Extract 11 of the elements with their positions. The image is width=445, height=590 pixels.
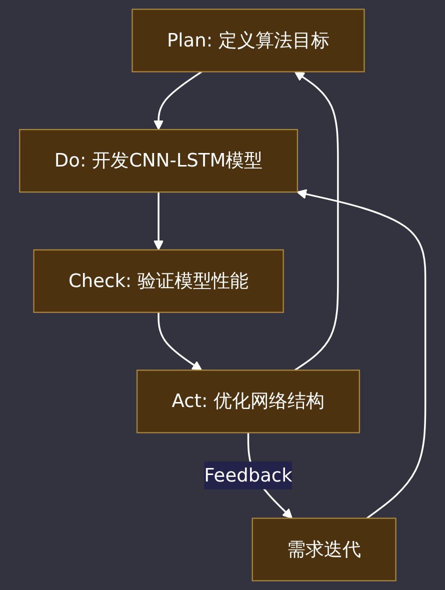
node-box: Do: 开发CNN-LSTM模型 bbox=[19, 129, 298, 193]
node-box: Act: 优化网络结构 bbox=[136, 370, 360, 434]
arrow bbox=[294, 71, 339, 371]
arrow bbox=[158, 312, 202, 371]
edge-label: Feedback bbox=[204, 464, 292, 486]
node-box: Check: 验证模型性能 bbox=[33, 249, 284, 313]
arrow bbox=[153, 71, 202, 130]
arrow bbox=[153, 192, 164, 250]
arrow bbox=[296, 189, 426, 519]
node-box: Plan: 定义算法目标 bbox=[132, 8, 365, 72]
node-box: 需求迭代 bbox=[252, 518, 396, 582]
